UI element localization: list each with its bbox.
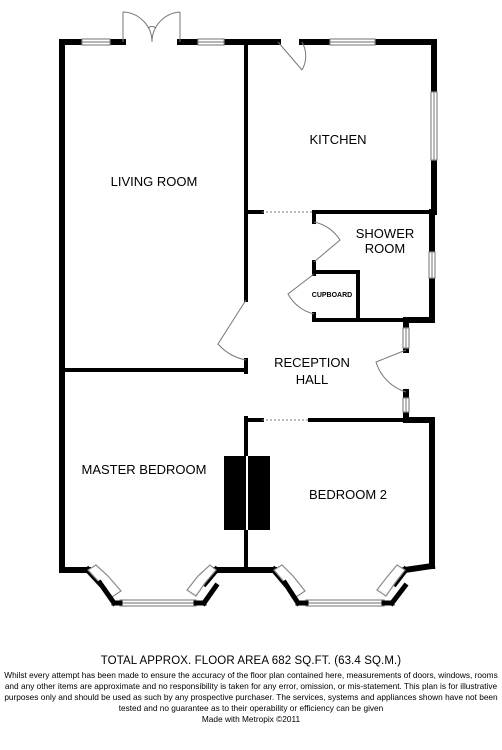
room-label-reception-line1: RECEPTION [274,355,350,370]
room-label-master-bedroom: MASTER BEDROOM [82,462,207,477]
plan-footer: TOTAL APPROX. FLOOR AREA 682 SQ.FT. (63.… [0,655,502,724]
disclaimer-text: Whilst every attempt has been made to en… [4,670,498,713]
floor-plan: LIVING ROOM KITCHEN SHOWER ROOM CUPBOARD… [59,11,438,607]
room-label-reception-line2: HALL [296,372,329,387]
room-label-shower-line1: SHOWER [356,226,415,241]
room-label-cupboard: CUPBOARD [312,292,352,299]
made-with-credit: Made with Metropix ©2011 [201,714,301,724]
total-floor-area: TOTAL APPROX. FLOOR AREA 682 SQ.FT. (63.… [100,655,402,667]
room-label-kitchen: KITCHEN [309,132,366,147]
interior-walls [60,40,434,572]
doors [122,11,407,421]
room-label-bedroom-2: BEDROOM 2 [309,487,387,502]
windows [81,38,438,607]
room-label-living-room: LIVING ROOM [111,174,198,189]
room-label-shower-line2: ROOM [365,241,405,256]
